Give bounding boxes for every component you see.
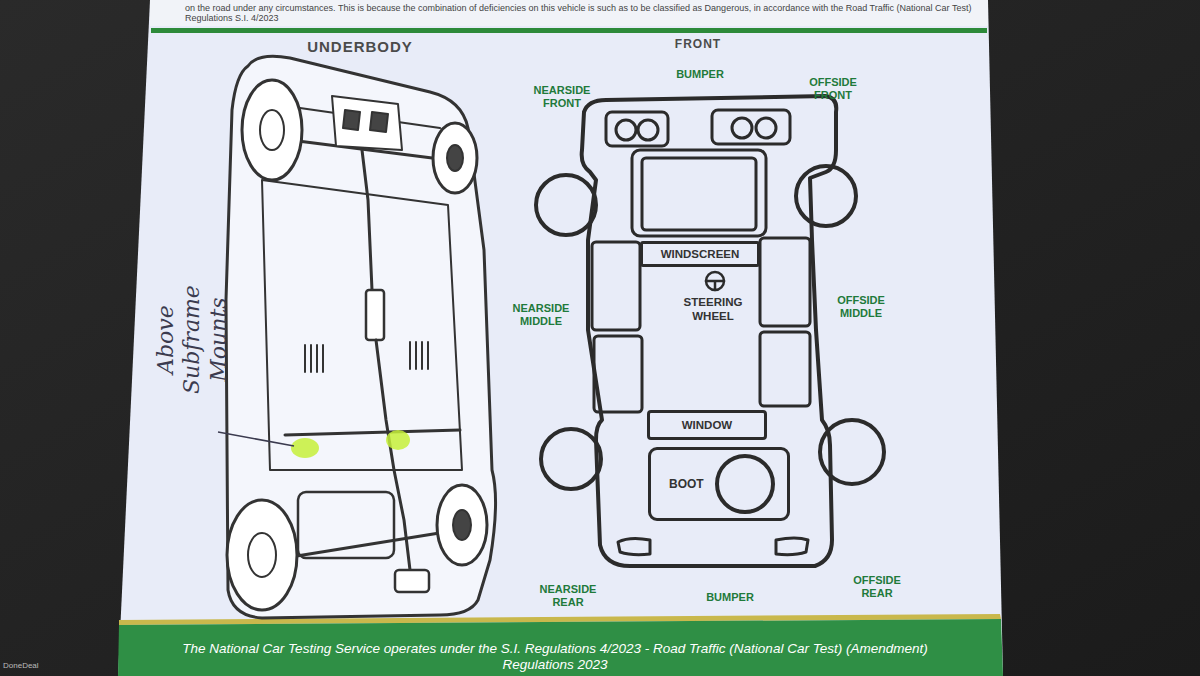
wheel-hub xyxy=(447,145,463,171)
windscreen-box: WINDSCREEN xyxy=(640,241,760,267)
watermark-text: DoneDeal xyxy=(3,661,39,670)
footer-caption-text: The National Car Testing Service operate… xyxy=(182,641,927,672)
door xyxy=(594,336,642,412)
headlight xyxy=(638,120,658,140)
notice-text: on the road under any circumstances. Thi… xyxy=(185,3,975,24)
floor-vents xyxy=(305,342,428,372)
position-label: OFFSIDE REAR xyxy=(841,574,913,600)
wheel xyxy=(242,80,302,180)
headlight xyxy=(616,120,636,140)
windscreen-glass xyxy=(642,158,756,230)
position-label: NEARSIDE REAR xyxy=(532,583,604,609)
watermark: DoneDeal xyxy=(3,661,83,671)
exhaust-pipe xyxy=(362,150,372,290)
top-view-drawing xyxy=(536,96,884,566)
green-footer-band xyxy=(118,619,1003,676)
steering-wheel-spokes xyxy=(706,281,724,290)
position-label: BUMPER xyxy=(680,591,780,604)
paper-top-strip xyxy=(150,0,988,26)
headlight-cluster xyxy=(606,112,668,146)
leader-line xyxy=(218,432,294,446)
wheel-hub xyxy=(248,533,276,577)
wheel xyxy=(820,420,884,484)
position-label: OFFSIDE FRONT xyxy=(797,76,869,102)
notice-text-text: on the road under any circumstances. Thi… xyxy=(185,3,971,23)
paper-sheet xyxy=(118,0,1003,676)
box-text: WINDOW xyxy=(682,419,732,431)
box-text: BOOT xyxy=(669,477,704,491)
windscreen-frame xyxy=(632,150,766,236)
door xyxy=(760,332,810,406)
floor-pan xyxy=(262,180,462,470)
part-label-text: STEERING WHEEL xyxy=(684,296,743,322)
rear-axle xyxy=(272,530,458,560)
position-label-text: NEARSIDE MIDDLE xyxy=(513,302,570,327)
handwritten-note-text: Above Subframe Mounts xyxy=(152,286,230,395)
box-text: WINDSCREEN xyxy=(661,248,740,260)
wheel xyxy=(227,500,297,610)
window-box: WINDOW xyxy=(647,410,767,440)
spare-wheel xyxy=(717,456,773,512)
rear-light xyxy=(618,538,650,554)
engine-block xyxy=(332,96,402,150)
position-label-text: BUMPER xyxy=(676,68,724,80)
position-label-text: OFFSIDE FRONT xyxy=(809,76,857,101)
position-label-text: OFFSIDE MIDDLE xyxy=(837,294,885,319)
green-rule xyxy=(151,28,987,33)
rear-silencer xyxy=(395,570,429,592)
exhaust-muffler xyxy=(366,290,384,340)
section-heading-text: FRONT xyxy=(675,37,721,51)
wheel xyxy=(541,429,601,489)
section-heading: UNDERBODY xyxy=(260,38,460,56)
footer-caption: The National Car Testing Service operate… xyxy=(165,641,945,672)
car-body-outline xyxy=(582,96,837,566)
position-label-text: NEARSIDE FRONT xyxy=(534,84,591,109)
position-label: OFFSIDE MIDDLE xyxy=(825,294,897,320)
rear-subframe xyxy=(285,430,460,435)
rear-light xyxy=(776,538,808,555)
headlight xyxy=(756,118,776,138)
position-label: BUMPER xyxy=(650,68,750,81)
highlighter-mark xyxy=(291,438,319,458)
section-heading-text: UNDERBODY xyxy=(307,38,413,55)
wheel xyxy=(796,166,856,226)
position-label-text: BUMPER xyxy=(706,591,754,603)
headlight-cluster xyxy=(712,110,790,144)
door xyxy=(760,238,810,326)
wheel xyxy=(433,123,477,193)
position-label-text: NEARSIDE REAR xyxy=(540,583,597,608)
position-label: NEARSIDE MIDDLE xyxy=(505,302,577,328)
wheel-hub xyxy=(453,510,471,540)
door xyxy=(592,242,640,330)
underbody-outline xyxy=(226,56,496,618)
engine-detail xyxy=(343,110,388,132)
boot-box: BOOT xyxy=(648,447,790,521)
position-label-text: OFFSIDE REAR xyxy=(853,574,901,599)
handwritten-note: Above Subframe Mounts xyxy=(152,252,231,427)
position-label: NEARSIDE FRONT xyxy=(526,84,598,110)
section-heading: FRONT xyxy=(638,37,758,51)
headlight xyxy=(732,118,752,138)
wheel xyxy=(536,175,596,235)
steering-wheel-icon xyxy=(706,272,724,290)
underbody-drawing xyxy=(226,56,496,618)
part-label: STEERING WHEEL xyxy=(677,296,749,324)
highlighter-mark xyxy=(386,430,410,450)
wheel-hub xyxy=(260,110,284,150)
wheel xyxy=(437,485,487,565)
